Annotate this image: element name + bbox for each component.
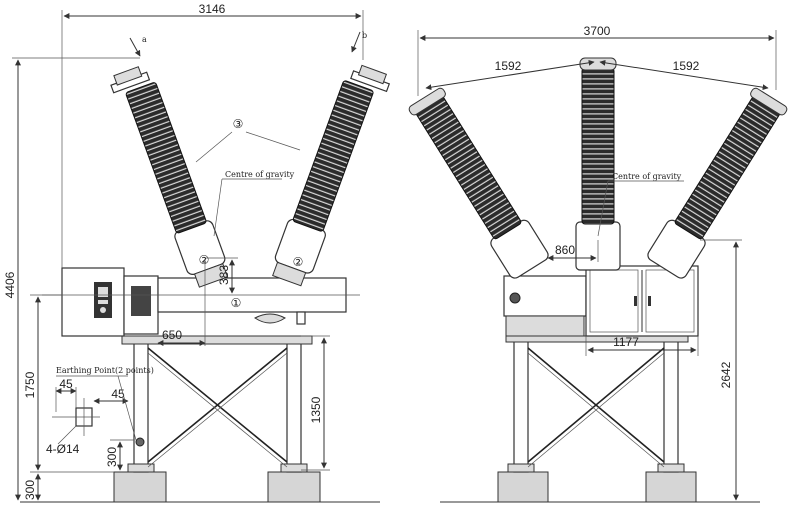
left-300-support-label: 300 — [105, 447, 119, 467]
left-tank-assembly — [42, 267, 360, 337]
left-view: 3146 4406 1750 300 300 1350 650 383 ① ② — [3, 2, 391, 503]
callout-1: ① — [231, 296, 242, 310]
left-bushing-left — [110, 66, 229, 288]
right-bushing-middle — [575, 57, 621, 271]
marker-b-label: b — [362, 31, 367, 40]
right-width-label: 3700 — [584, 24, 611, 38]
left-bushing-right — [272, 64, 391, 287]
right-support-frame — [505, 335, 689, 473]
right-centre-of-gravity-leader — [597, 180, 684, 237]
earthing-leader — [117, 375, 137, 441]
left-footing-a — [113, 471, 167, 503]
right-left-span-label: 1592 — [495, 59, 522, 73]
right-860-label: 860 — [555, 243, 575, 257]
left-1750-label: 1750 — [23, 371, 37, 398]
right-left-span-dimension — [425, 59, 595, 91]
left-footing-b — [267, 471, 321, 503]
right-footing-a — [497, 471, 549, 503]
left-1350-label: 1350 — [309, 396, 323, 423]
left-centre-of-gravity-leader — [213, 178, 282, 237]
earth-45b-label: 45 — [111, 387, 125, 401]
left-support-frame — [121, 335, 313, 473]
hole-label: 4-Ø14 — [46, 442, 80, 456]
marker-a-label: a — [142, 35, 147, 44]
hole-leader — [57, 425, 77, 445]
right-footing-b — [645, 471, 697, 503]
right-2642-label: 2642 — [719, 361, 733, 388]
right-tank-assembly — [503, 265, 699, 337]
right-view: 3700 1592 1592 860 1177 2642 Centre of g… — [408, 24, 788, 503]
marker-b-arrow — [351, 31, 361, 53]
left-383-label: 383 — [217, 265, 231, 285]
earth-45a-label: 45 — [59, 377, 73, 391]
callout-3: ③ — [233, 117, 244, 131]
left-control-cabinet — [61, 267, 125, 337]
callout-3-leader-a — [195, 131, 233, 163]
left-width-label: 3146 — [199, 2, 226, 16]
left-height-label: 4406 — [3, 271, 17, 298]
right-1177-label: 1177 — [613, 335, 639, 349]
callout-2b: ② — [293, 255, 304, 269]
right-bushing-right — [647, 87, 788, 279]
left-centre-of-gravity-label: Centre of gravity — [225, 170, 295, 179]
callout-3-leader-b — [245, 131, 301, 151]
callout-2a: ② — [199, 253, 210, 267]
right-right-span-label: 1592 — [673, 59, 700, 73]
right-centre-of-gravity-label: Centre of gravity — [612, 172, 682, 181]
left-300-base-label: 300 — [23, 480, 37, 500]
earthing-point-label: Earthing Point(2 points) — [56, 366, 154, 375]
marker-a-arrow — [129, 37, 141, 57]
right-bushing-left — [408, 87, 549, 279]
right-right-span-dimension — [599, 59, 769, 91]
left-650-label: 650 — [162, 328, 182, 342]
